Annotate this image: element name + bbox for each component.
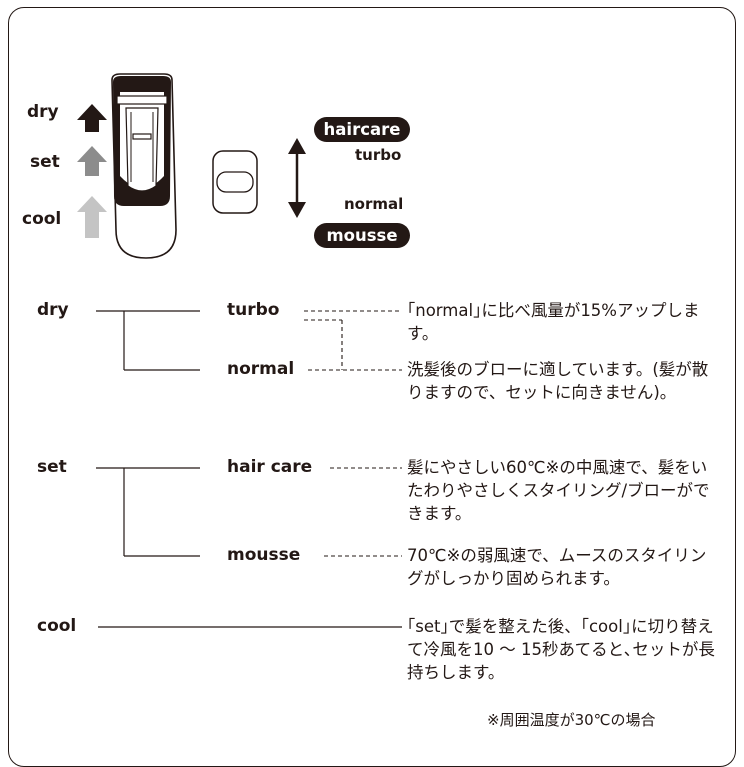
normal-option: normal: [227, 359, 295, 379]
mode-label-cool: cool: [22, 209, 62, 229]
set-heading: set: [37, 457, 67, 477]
temperature-footnote: ※周囲温度が30℃の場合: [487, 711, 656, 729]
turbo-option: turbo: [227, 300, 280, 320]
cool-description: ｢set｣で髪を整えた後、｢cool｣に切り替えて冷風を10 ～ 15秒あてると…: [407, 617, 715, 682]
dry-heading: dry: [37, 300, 69, 320]
cool-heading: cool: [37, 616, 77, 636]
mousse-option: mousse: [227, 545, 301, 565]
dryer-switch-slide: [125, 107, 159, 192]
cool-arrow-icon: [77, 196, 107, 238]
mode-label-set: set: [30, 152, 60, 172]
dryer-switch-top: [116, 95, 168, 105]
normal-label: normal: [344, 195, 404, 213]
normal-description: 洗髪後のブローに適しています。(髪が散りますので、セットに向きません)。: [407, 360, 709, 402]
haircare-option: hair care: [227, 457, 313, 477]
set-arrow-icon: [77, 146, 107, 176]
mode-label-dry: dry: [27, 102, 59, 122]
arrow-down-icon: [288, 202, 306, 218]
tree-lines: [96, 310, 402, 628]
haircare-badge: haircare: [314, 117, 410, 142]
device-illustration: [77, 73, 306, 259]
haircare-description: 髪にやさしい60℃※の中風速で、髪をいたわりやさしくスタイリング/ブローができま…: [407, 458, 710, 523]
turbo-description: ｢normal｣に比べ風量が15%アップします。: [407, 301, 700, 343]
turbo-label: turbo: [355, 146, 402, 164]
arrow-up-icon: [288, 138, 306, 154]
speed-switch-knob: [216, 171, 254, 193]
mousse-description: 70℃※の弱風速で、ムースのスタイリングがしっかり固められます。: [407, 546, 707, 588]
dryer-switch-knob: [132, 133, 152, 140]
mousse-badge: mousse: [314, 223, 410, 248]
dry-arrow-icon: [77, 104, 107, 132]
